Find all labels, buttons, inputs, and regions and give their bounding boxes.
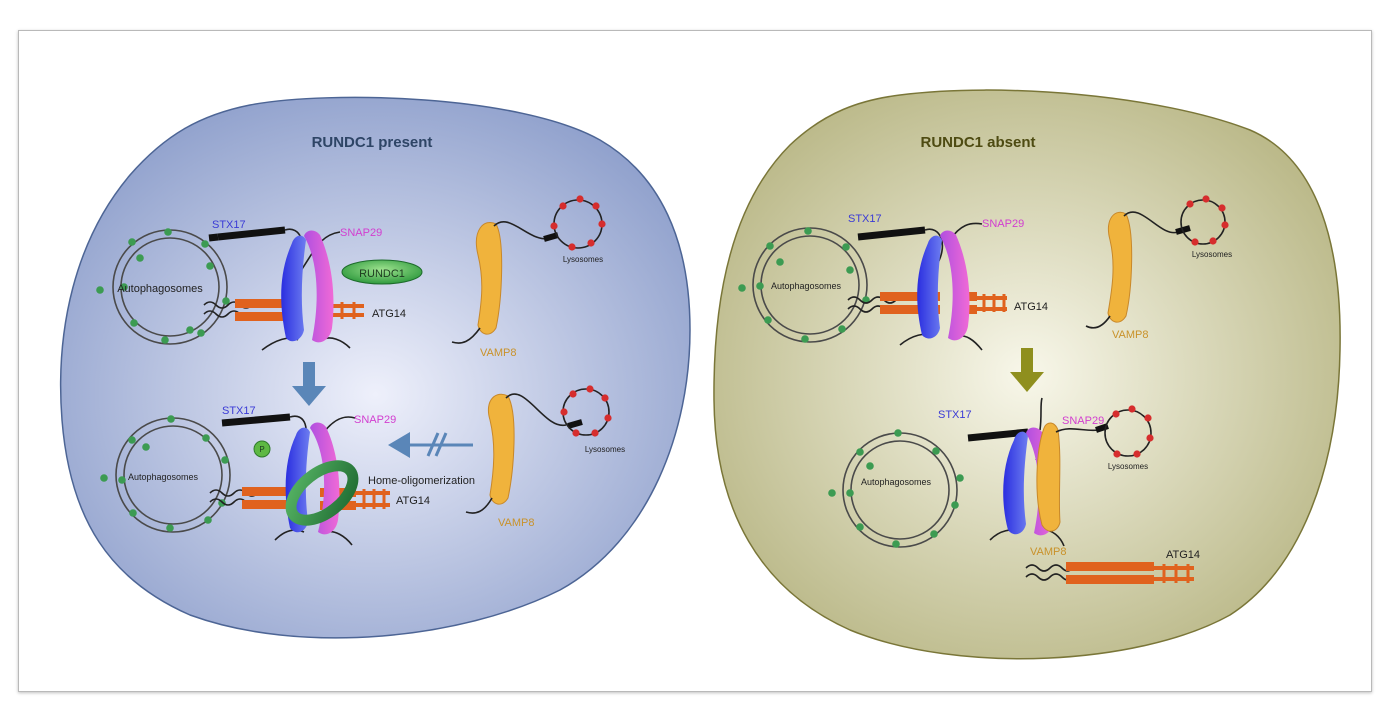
snap29-label-top-right: SNAP29 [982, 218, 1024, 230]
stx17-label-bottom-right: STX17 [938, 409, 972, 421]
snap29-label-bottom-right: SNAP29 [1062, 415, 1104, 427]
phospho-label: P [259, 445, 264, 454]
panel-title-absent: RUNDC1 absent [920, 134, 1035, 151]
autophagosomes-label: Autophagosomes [117, 283, 203, 295]
blue-down-arrow [292, 362, 326, 406]
present-bottom-lysosome: Lysosomes VAMP8 [465, 385, 625, 529]
vamp8-label-top-left: VAMP8 [480, 347, 516, 359]
stx17-label-bottom-left: STX17 [222, 405, 256, 417]
blocked-left-arrow [388, 432, 473, 458]
atg14-bar-top-left [235, 299, 295, 308]
autophagosome-top-left: Autophagosomes [96, 228, 230, 345]
stx17-label-top-right: STX17 [848, 213, 882, 225]
break-mark-icon [426, 432, 448, 457]
autophagosomes-label-top-right: Autophagosomes [771, 281, 842, 291]
panel-title-present: RUNDC1 present [312, 134, 433, 151]
phospho-badge [253, 440, 271, 458]
present-top-complex: Autophagosomes RUNDC1 STX17 SNAP29 ATG14 [96, 219, 423, 351]
vamp8-label-bottom-left: VAMP8 [498, 517, 534, 529]
lysosomes-label-bottom-right: Lysosomes [1108, 462, 1148, 471]
absent-bottom-complex: Autophagosomes Lysosomes STX17 SNAP29 VA… [828, 397, 1154, 558]
oligomer-ring [285, 460, 359, 526]
vamp8-label-bottom-right: VAMP8 [1030, 546, 1066, 558]
autophagosomes-label-bottom-left: Autophagosomes [128, 472, 199, 482]
home-oligomerization-label: Home-oligomerization [368, 475, 475, 487]
snap29-label-bottom-left: SNAP29 [354, 414, 396, 426]
autophagosomes-label-bottom-right: Autophagosomes [861, 477, 932, 487]
lysosomes-label-bottom-left: Lysosomes [585, 445, 625, 454]
atg14-label-bottom-right: ATG14 [1166, 549, 1200, 561]
stx17-label-top-left: STX17 [212, 219, 246, 231]
atg14-label-top-right: ATG14 [1014, 301, 1048, 313]
cell-rundc1-present [59, 96, 691, 639]
rundc1-label: RUNDC1 [359, 268, 405, 280]
absent-top-lysosome: Lysosomes VAMP8 [1085, 195, 1232, 341]
absent-top-complex: Autophagosomes STX17 SNAP29 ATG14 [738, 213, 1048, 351]
present-top-lysosome: Lysosomes VAMP8 [451, 195, 606, 359]
atg14-label-top-left: ATG14 [372, 308, 406, 320]
atg14-label-bottom-left: ATG14 [396, 495, 430, 507]
lysosomes-label-top-left: Lysosomes [563, 255, 603, 264]
present-bottom-complex: Autophagosomes P STX17 SNAP29 ATG14 Home… [100, 405, 475, 546]
vamp8-label-top-right: VAMP8 [1112, 329, 1148, 341]
detached-atg14: ATG14 [1025, 549, 1200, 584]
snap29-label-top-left: SNAP29 [340, 227, 382, 239]
olive-down-arrow [1010, 348, 1044, 392]
rundc1-protein [341, 259, 423, 285]
lysosomes-label-top-right: Lysosomes [1192, 250, 1232, 259]
